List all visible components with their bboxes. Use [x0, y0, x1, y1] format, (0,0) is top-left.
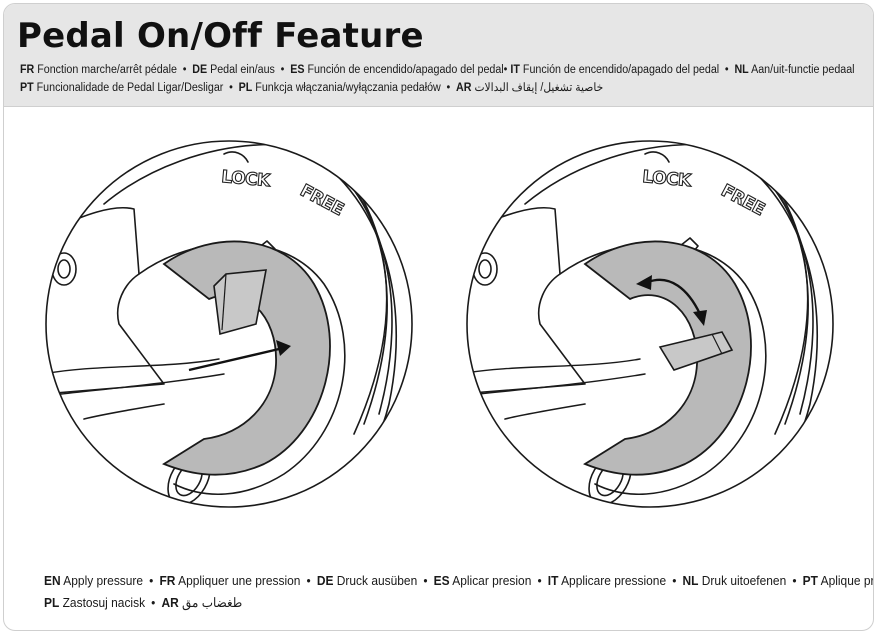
lang-text-ar: طغضاب مق [182, 595, 243, 610]
separator: • [792, 573, 797, 588]
lang-text-pl: Zastosuj nacisk [62, 595, 146, 610]
title-translations-line-2: PT Funcionalidade de Pedal Ligar/Desliga… [20, 80, 603, 96]
instruction-card: Pedal On/Off Feature FR Fonction marche/… [3, 3, 874, 631]
lang-code-nl: NL [682, 573, 699, 588]
lang-code-fr: FR [20, 64, 35, 76]
separator: • [724, 64, 729, 76]
rotate-arrow [647, 278, 702, 315]
lang-code-pt: PT [802, 573, 818, 588]
lang-text-it: Función de encendido/apagado del pedal [522, 64, 720, 76]
lang-text-fr: Appliquer une pression [178, 573, 301, 588]
rotate-arrow-head-left [636, 275, 652, 290]
pedal-lock-diagram-right: LOCK FREE [466, 140, 834, 508]
lens-circle [466, 140, 834, 508]
lang-code-nl: NL [734, 64, 749, 76]
lang-code-pl: PL [44, 595, 60, 610]
lang-text-nl: Aan/uit-functie pedaal [751, 64, 855, 76]
separator: • [423, 573, 428, 588]
push-arrow [188, 347, 280, 372]
lang-code-pl: PL [238, 82, 253, 94]
lang-text-en: Apply pressure [63, 573, 144, 588]
separator: • [280, 64, 285, 76]
lang-text-de: Pedal ein/aus [210, 64, 275, 76]
lock-label: LOCK [642, 167, 693, 191]
lang-text-pt: Funcionalidade de Pedal Ligar/Desligar [36, 82, 224, 94]
lang-code-ar: AR [161, 595, 179, 610]
lang-code-en: EN [44, 573, 61, 588]
page-title: Pedal On/Off Feature [17, 16, 424, 56]
rotate-arrow-head-right [693, 310, 707, 326]
separator: • [229, 82, 233, 94]
separator: • [446, 82, 451, 94]
pedal-tab [658, 331, 734, 371]
lock-label: LOCK [221, 167, 272, 191]
lang-text-it: Applicare pressione [561, 573, 667, 588]
lang-text-nl: Druk uitoefenen [701, 573, 787, 588]
title-translations-line-1: FR Fonction marche/arrêt pédale • DE Ped… [20, 62, 855, 78]
separator: • [306, 573, 311, 588]
header: Pedal On/Off Feature FR Fonction marche/… [4, 4, 873, 107]
lang-text-fr: Fonction marche/arrêt pédale [37, 64, 177, 76]
lang-code-es: ES [433, 573, 450, 588]
lang-code-pt: PT [20, 82, 34, 94]
lang-code-es: ES [290, 64, 305, 76]
caption-line-2: PL Zastosuj nacisk • AR طغضاب مق [44, 592, 798, 614]
separator: • [149, 573, 154, 588]
lang-code-it: IT [510, 64, 520, 76]
lang-text-es: Aplicar presion [452, 573, 532, 588]
separator: • [503, 64, 508, 76]
pedal-tab [213, 269, 267, 336]
lang-text-es: Función de encendido/apagado del pedal [307, 64, 504, 76]
lang-text-de: Druck ausüben [336, 573, 418, 588]
separator: • [182, 64, 187, 76]
caption-line-1: EN Apply pressure • FR Appliquer une pre… [44, 570, 873, 592]
lang-code-fr: FR [159, 573, 176, 588]
lang-code-it: IT [547, 573, 559, 588]
separator: • [672, 573, 677, 588]
lang-text-ar: خاصية تشغيل/ إيقاف البدالات [474, 82, 604, 94]
lang-text-pl: Funkcja włączania/wyłączania pedałów [255, 82, 441, 94]
push-arrow-head [276, 340, 291, 356]
lang-code-ar: AR [456, 82, 472, 94]
lang-text-pt: Aplique pressão [820, 573, 873, 588]
separator: • [151, 595, 156, 610]
lang-code-de: DE [192, 64, 208, 76]
lang-code-de: DE [316, 573, 334, 588]
pedal-lock-diagram-left: LOCK FREE [45, 140, 413, 508]
separator: • [537, 573, 542, 588]
